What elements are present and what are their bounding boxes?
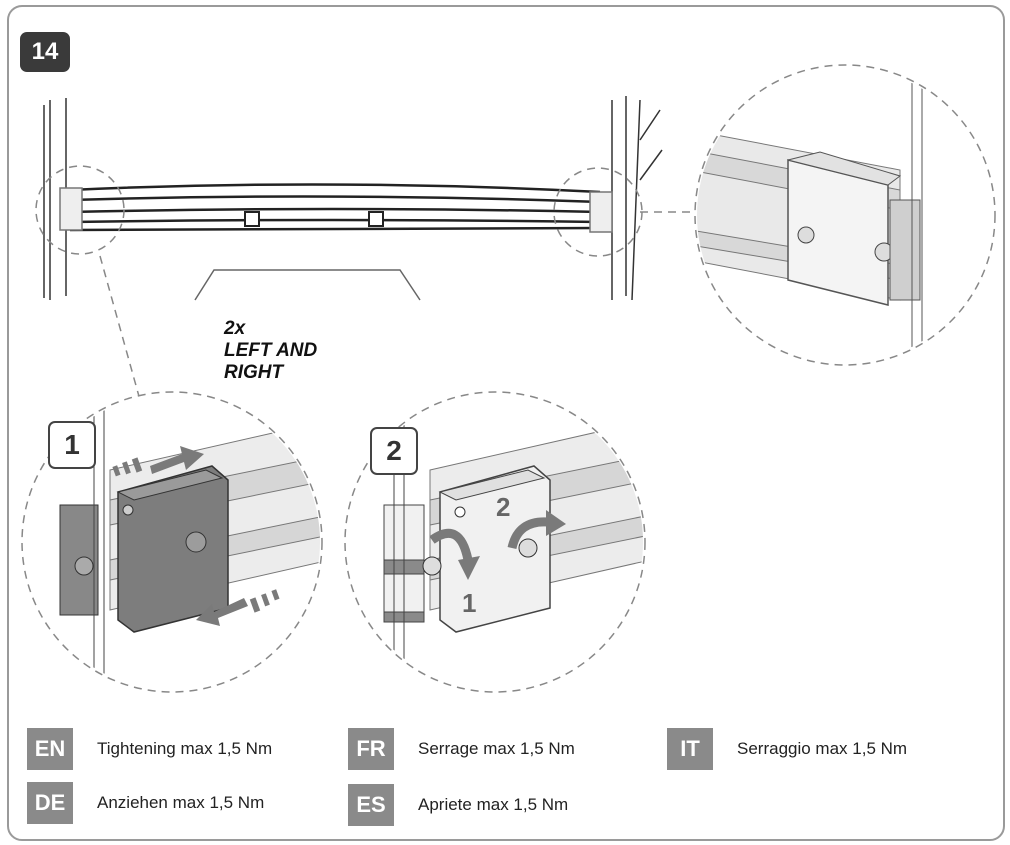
connector-line	[99, 255, 141, 401]
legend-es: ES Apriete max 1,5 Nm	[348, 784, 568, 826]
legend-en: EN Tightening max 1,5 Nm	[27, 728, 272, 770]
note-line-1: 2x	[224, 318, 246, 339]
lang-badge-it: IT	[667, 728, 713, 770]
legend-it: IT Serraggio max 1,5 Nm	[667, 728, 907, 770]
legend-text-es: Apriete max 1,5 Nm	[418, 795, 569, 814]
substep-1-badge: 1	[48, 421, 96, 469]
lang-badge-fr: FR	[348, 728, 394, 770]
detail-step-1-illustration	[21, 391, 323, 693]
step-number-badge: 14	[20, 32, 70, 72]
detail-zoom-top-right	[640, 64, 996, 366]
legend-text-it: Serraggio max 1,5 Nm	[737, 739, 908, 758]
rotate-label-1: 1	[462, 588, 476, 618]
note-line-2: LEFT AND	[224, 340, 318, 361]
substep-2-badge: 2	[370, 427, 418, 475]
legend-text-fr: Serrage max 1,5 Nm	[418, 739, 575, 758]
quantity-note: 2x LEFT AND RIGHT	[224, 318, 317, 384]
legend-fr: FR Serrage max 1,5 Nm	[348, 728, 575, 770]
outer-frame	[7, 5, 1005, 841]
rotate-label-2: 2	[496, 492, 510, 522]
lang-badge-es: ES	[348, 784, 394, 826]
lang-badge-de: DE	[27, 782, 73, 824]
lang-badge-en: EN	[27, 728, 73, 770]
legend-text-en: Tightening max 1,5 Nm	[97, 739, 273, 758]
legend-text-de: Anziehen max 1,5 Nm	[97, 793, 265, 812]
note-line-3: RIGHT	[224, 362, 284, 383]
overview-illustration	[35, 96, 663, 301]
legend-de: DE Anziehen max 1,5 Nm	[27, 782, 264, 824]
detail-step-2-illustration: 1 2	[344, 391, 646, 693]
